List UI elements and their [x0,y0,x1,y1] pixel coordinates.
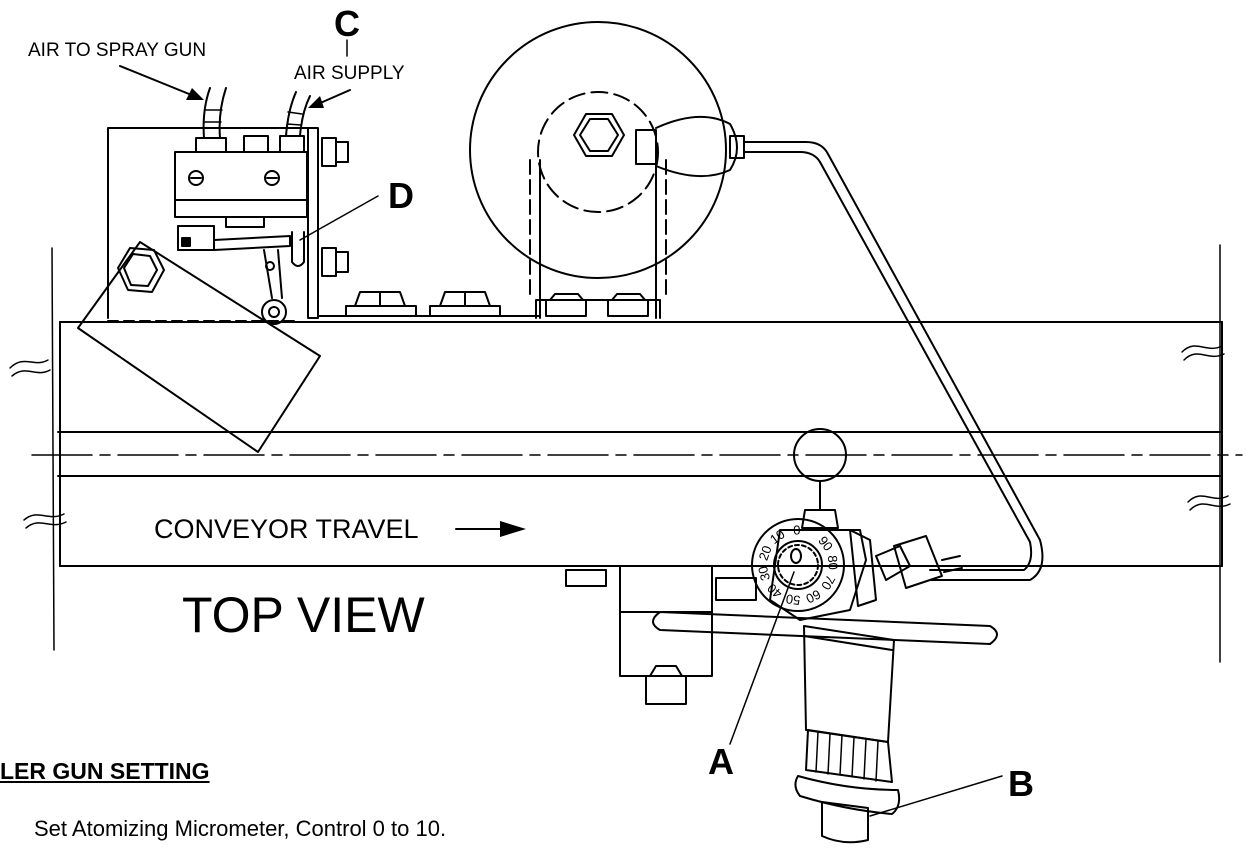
air-to-spray-gun-label: AIR TO SPRAY GUN [28,40,207,61]
conveyor-frame [9,244,1243,663]
dial-number-60: 60 [804,587,824,607]
dial-number-0: 0 [793,522,801,537]
dial-number-20: 20 [756,544,775,563]
callout-c: C [334,3,360,44]
dial-number-10: 10 [767,526,788,547]
step-instruction: Set Atomizing Micrometer, Control 0 to 1… [34,816,447,841]
air-supply-label: AIR SUPPLY [294,63,405,84]
air-tube [743,141,1044,581]
reel-wheel [469,21,745,319]
dial-number-50: 50 [785,591,801,608]
trip-plate [77,241,321,453]
dial-number-80: 80 [825,555,841,570]
spray-gun [565,428,998,844]
leader-lines [119,39,1003,817]
top-view-label: TOP VIEW [182,587,425,643]
conveyor-travel-label: CONVEYOR TRAVEL [154,514,419,544]
micrometer-dial [751,518,845,612]
callout-a: A [708,741,734,782]
dial-number-30: 30 [755,565,773,583]
section-heading: LER GUN SETTING [0,758,210,784]
limit-switch [174,135,308,325]
air-lines [202,87,311,139]
callout-d: D [388,175,414,216]
dial-number-70: 70 [818,572,838,592]
callout-b: B [1008,763,1034,804]
switch-mounting-bracket [107,127,541,322]
